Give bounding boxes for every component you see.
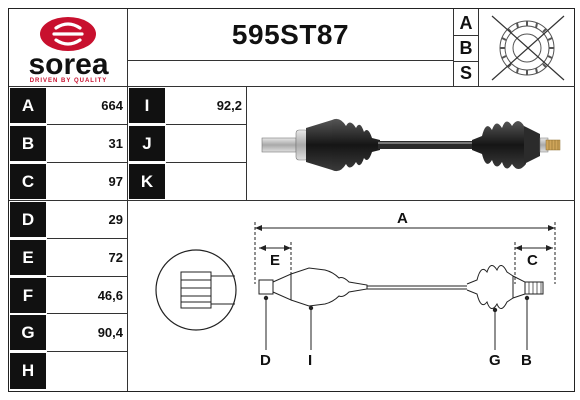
dim-value-c: 97 (108, 174, 123, 189)
diagram-label-b: B (521, 352, 532, 369)
dim-value-k (167, 164, 246, 199)
dim-key-i: I (129, 88, 165, 123)
abs-letter-b: B (459, 38, 473, 58)
dim-value-d: 29 (108, 212, 123, 227)
dim-key-e: E (10, 240, 46, 275)
technical-drawing: A E C D I G B (129, 202, 573, 390)
abs-letter-s: S (459, 63, 472, 83)
dim-value-g: 90,4 (97, 325, 123, 340)
drive-shaft-photo-icon (250, 90, 572, 198)
dim-value-a: 664 (101, 98, 123, 113)
diagram-label-i: I (308, 352, 313, 369)
dim-value-i: 92,2 (216, 98, 242, 113)
dim-key-d: D (10, 202, 46, 237)
diagram-label-e: E (268, 252, 283, 269)
diagram-label-c: C (525, 252, 540, 269)
sorea-logo-icon (40, 17, 96, 51)
spline-detail-icon (155, 249, 237, 331)
dim-key-f: F (10, 278, 46, 313)
diagram-label-a: A (397, 210, 408, 227)
part-number-title: 595ST87 (231, 19, 350, 50)
brand-logo: sorea DRIVEN BY QUALITY (10, 10, 127, 85)
dim-key-g: G (10, 315, 46, 350)
brand-name: sorea (28, 48, 109, 81)
dim-value-h (48, 353, 127, 389)
dim-value-e: 72 (108, 250, 123, 265)
dim-key-b: B (10, 126, 46, 161)
diagram-label-d: D (260, 352, 271, 369)
dim-value-b: 31 (108, 136, 123, 151)
abs-sensor-ring-crossed-icon (480, 10, 574, 85)
dim-key-j: J (129, 126, 165, 161)
abs-letter-a: A (459, 13, 473, 33)
dim-value-f: 46,6 (97, 288, 123, 303)
dim-key-a: A (10, 88, 46, 123)
dim-key-h: H (10, 353, 46, 389)
dim-key-c: C (10, 164, 46, 199)
dim-key-k: K (129, 164, 165, 199)
diagram-label-g: G (489, 352, 501, 369)
brand-tagline: DRIVEN BY QUALITY (29, 78, 108, 84)
dim-value-j (167, 126, 246, 161)
